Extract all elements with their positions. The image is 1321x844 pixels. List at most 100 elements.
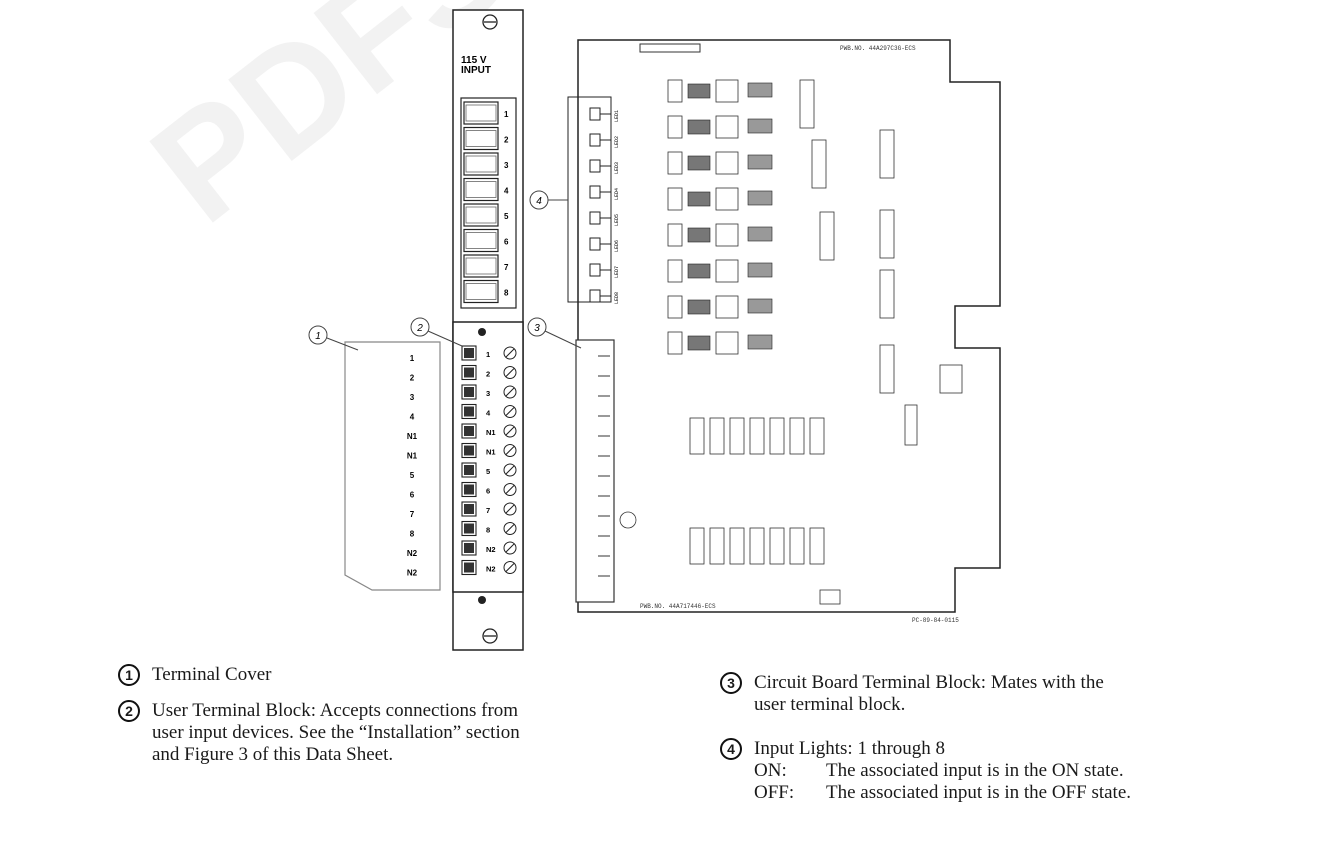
diode-array xyxy=(747,262,773,278)
callout-2: 2 xyxy=(410,317,463,347)
board-led xyxy=(589,107,601,121)
terminal-number: 5 xyxy=(486,467,490,476)
resistor xyxy=(667,259,683,283)
bottom-screw-icon xyxy=(482,628,498,644)
legend-text: and Figure 3 of this Data Sheet. xyxy=(152,744,394,765)
terminal-screw-icon xyxy=(503,541,517,555)
cover-terminal-label: 4 xyxy=(410,413,415,422)
power-resistor xyxy=(689,417,705,455)
cover-terminal-label: 6 xyxy=(410,491,415,500)
cover-terminal-label: 5 xyxy=(410,471,415,480)
terminal-screw-icon xyxy=(503,366,517,379)
state-key: OFF: xyxy=(754,782,795,803)
terminal-screw-icon xyxy=(503,483,517,496)
legend-number-2: 2 xyxy=(118,700,140,722)
callout-2-label: 2 xyxy=(416,323,423,334)
circuit-board xyxy=(577,39,1001,613)
board-connector xyxy=(639,43,701,53)
input-light-number: 7 xyxy=(504,263,509,272)
capacitor xyxy=(904,404,918,446)
input-light-number: 4 xyxy=(504,187,509,196)
resistor-network xyxy=(687,191,711,207)
terminal-screw-icon xyxy=(503,561,517,574)
input-light xyxy=(463,126,499,151)
legend-item-1: 1 Terminal Cover xyxy=(118,664,538,686)
input-light xyxy=(463,254,499,278)
resistor xyxy=(667,223,683,247)
board-led-label: LED3 xyxy=(614,162,620,174)
integrated-circuit xyxy=(879,269,895,319)
power-resistor xyxy=(709,417,725,455)
board-led-label: LED6 xyxy=(614,240,620,252)
board-led xyxy=(589,159,601,173)
terminal-number: N1 xyxy=(486,428,496,437)
terminal-number: 8 xyxy=(486,526,490,535)
integrated-circuit xyxy=(811,139,827,189)
input-light-lens xyxy=(465,206,497,224)
board-terminal-block xyxy=(575,339,615,603)
terminal-clamp-opening xyxy=(464,543,474,553)
resistor-network xyxy=(687,155,711,171)
terminal-clamp-opening xyxy=(464,562,474,573)
optocoupler xyxy=(715,187,739,211)
optocoupler xyxy=(715,79,739,103)
input-light xyxy=(463,203,499,227)
input-light xyxy=(463,228,499,253)
board-led-label: LED5 xyxy=(614,214,620,226)
terminal-number: 1 xyxy=(486,350,490,359)
power-resistor xyxy=(709,527,725,565)
diode-array xyxy=(747,190,773,206)
terminal-screw-icon xyxy=(503,346,517,360)
legend-item-2: 2 User Terminal Block: Accepts connectio… xyxy=(118,700,638,766)
power-resistor xyxy=(689,527,705,565)
diode-array xyxy=(747,118,773,134)
terminal-clamp-opening xyxy=(464,367,474,378)
terminal-screw-icon xyxy=(503,502,517,516)
optocoupler xyxy=(715,295,739,319)
diode-array xyxy=(747,82,773,98)
terminal-clamp-opening xyxy=(464,406,474,417)
optocoupler xyxy=(715,151,739,175)
input-light xyxy=(463,279,499,304)
legend-number-1: 1 xyxy=(118,664,140,686)
terminal-screw-icon xyxy=(503,385,517,399)
board-led xyxy=(589,289,601,303)
terminal-number: 6 xyxy=(486,487,490,496)
cover-terminal-label: 8 xyxy=(410,530,415,539)
diode-array xyxy=(747,334,773,350)
resistor-network xyxy=(687,83,711,99)
terminal-clamp-opening xyxy=(464,504,474,514)
board-led-label: LED7 xyxy=(614,266,620,278)
board-led xyxy=(589,133,601,147)
terminal-number: 2 xyxy=(486,370,490,379)
integrated-circuit xyxy=(879,209,895,259)
state-key: ON: xyxy=(754,760,787,781)
terminal-screw-icon xyxy=(503,444,517,457)
diode-array xyxy=(747,298,773,314)
voltage-regulator xyxy=(939,364,963,394)
power-resistor xyxy=(749,417,765,455)
optocoupler xyxy=(715,259,739,283)
callout-3: 3 xyxy=(527,317,582,349)
resistor xyxy=(667,295,683,319)
ge-logo-icon xyxy=(619,511,637,529)
board-led-label: LED4 xyxy=(614,188,620,200)
state-text: The associated input is in the ON state. xyxy=(826,760,1124,781)
callout-1-label: 1 xyxy=(315,331,321,342)
legend-item-3: 3 Circuit Board Terminal Block: Mates wi… xyxy=(720,672,1280,716)
input-light-number: 6 xyxy=(504,238,509,247)
terminal-clamp-opening xyxy=(464,348,474,358)
input-light-number: 1 xyxy=(504,110,509,119)
cover-terminal-label: 7 xyxy=(410,510,415,519)
terminal-number: N2 xyxy=(486,545,496,554)
terminal-screw-icon xyxy=(503,405,517,418)
power-resistor xyxy=(769,417,785,455)
resistor-network xyxy=(687,263,711,279)
resistor xyxy=(667,79,683,103)
resistor xyxy=(667,151,683,175)
